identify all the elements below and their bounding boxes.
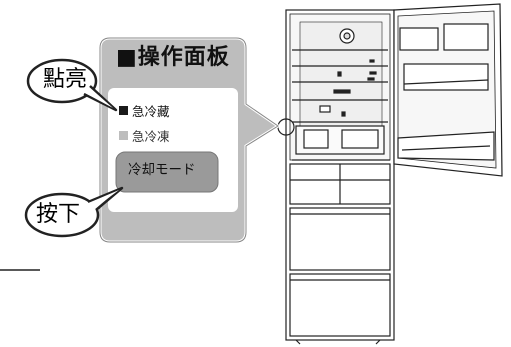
indicator-refrigerate-lamp (119, 106, 128, 115)
indicator-freeze-lamp (119, 131, 128, 140)
cooling-mode-button-shape (115, 151, 219, 193)
callout-press-text: 按下 (36, 202, 81, 227)
refrigerator-illustration (285, 3, 503, 345)
callout-lit-text: 點亮 (43, 67, 88, 92)
cooling-mode-button-label: 冷却モード (128, 162, 196, 178)
indicator-freeze-label: 急冷凍 (132, 129, 170, 144)
panel-title: ■操作面板 (116, 45, 230, 70)
callout-lit-bubble (26, 58, 98, 104)
callout-press-bubble (24, 192, 100, 238)
indicator-refrigerate-label: 急冷藏 (132, 104, 170, 119)
